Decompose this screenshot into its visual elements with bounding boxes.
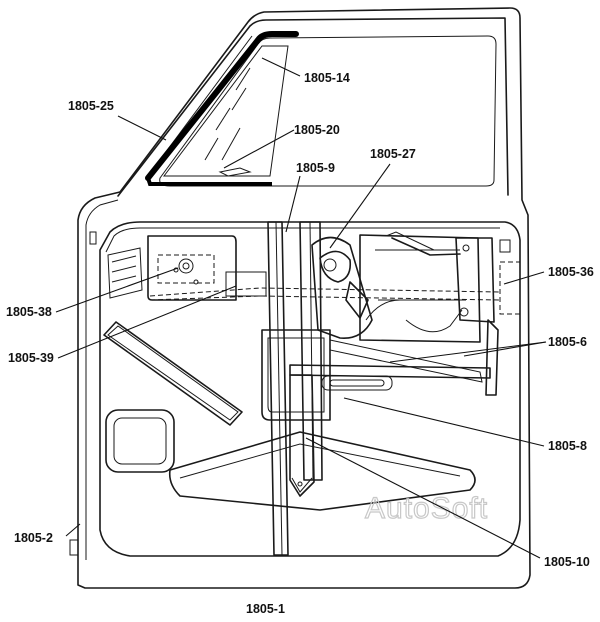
label-1805-20: 1805-20 xyxy=(294,123,340,137)
door-outer-shell xyxy=(69,7,531,589)
panel-bowl xyxy=(168,431,476,511)
watermark: AutoSoft xyxy=(365,492,488,525)
figure-caption: 1805-1 xyxy=(246,602,285,616)
latch-assembly xyxy=(455,237,521,396)
regulator-slot xyxy=(103,321,243,426)
glass-run-channel xyxy=(145,31,299,186)
label-1805-27: 1805-27 xyxy=(370,147,416,161)
inner-opening xyxy=(261,329,331,421)
latch-rod xyxy=(149,287,501,301)
leader-lines xyxy=(55,57,547,559)
lift-arm xyxy=(289,374,315,497)
label-1805-8: 1805-8 xyxy=(548,439,587,453)
access-hole xyxy=(105,409,175,473)
inner-panel xyxy=(99,221,521,557)
glass-channel-bar xyxy=(289,364,491,391)
remote-linkage xyxy=(385,231,463,333)
label-1805-9: 1805-9 xyxy=(296,161,335,175)
label-1805-10: 1805-10 xyxy=(544,555,590,569)
label-1805-2: 1805-2 xyxy=(14,531,53,545)
label-1805-39: 1805-39 xyxy=(8,351,54,365)
callout-labels: 1805-25 1805-14 1805-20 1805-9 1805-27 1… xyxy=(6,71,594,569)
label-1805-38: 1805-38 xyxy=(6,305,52,319)
label-1805-36: 1805-36 xyxy=(548,265,594,279)
label-1805-6: 1805-6 xyxy=(548,335,587,349)
label-1805-14: 1805-14 xyxy=(304,71,350,85)
vent-window-glass xyxy=(162,45,289,177)
label-1805-25: 1805-25 xyxy=(68,99,114,113)
lock-module xyxy=(147,235,267,301)
hinge-plate xyxy=(107,247,143,299)
